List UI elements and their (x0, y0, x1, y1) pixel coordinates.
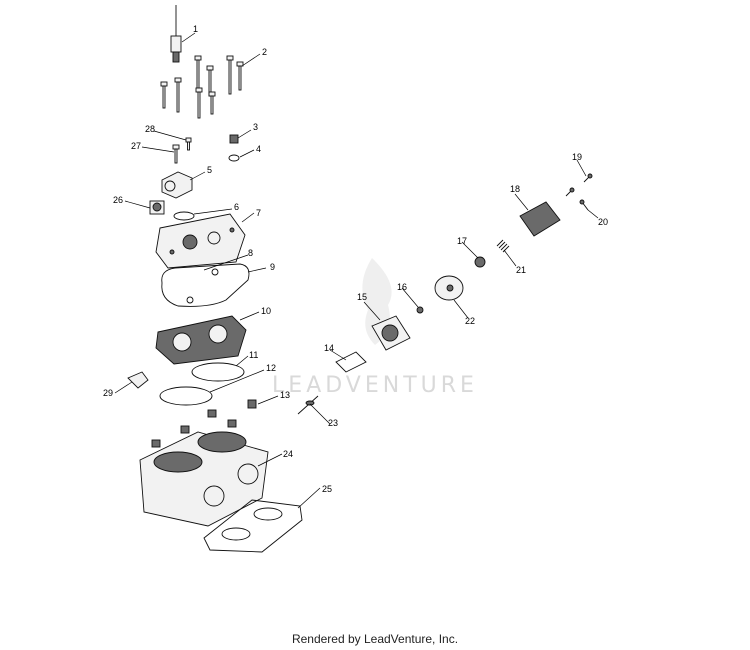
part-18-valve-cover[interactable] (519, 201, 561, 237)
part-2-cylinder-head-bolts[interactable] (160, 55, 244, 119)
part-27-bolt[interactable] (172, 144, 180, 164)
part-24-cylinder[interactable] (139, 431, 269, 527)
callout-29[interactable]: 29 (103, 388, 113, 398)
callout-20[interactable]: 20 (598, 217, 608, 227)
part-13-nuts[interactable] (151, 399, 257, 448)
callout-17[interactable]: 17 (457, 236, 467, 246)
callout-3[interactable]: 3 (253, 122, 258, 132)
part-21-spring[interactable] (496, 239, 510, 253)
callout-19[interactable]: 19 (572, 152, 582, 162)
part-17-retainer[interactable] (474, 256, 486, 268)
part-19-screws[interactable] (565, 173, 593, 197)
part-28-screw[interactable] (185, 137, 192, 151)
callout-7[interactable]: 7 (256, 208, 261, 218)
callout-26[interactable]: 26 (113, 195, 123, 205)
part-12-head-gasket[interactable] (159, 386, 213, 406)
callout-5[interactable]: 5 (207, 165, 212, 175)
callout-14[interactable]: 14 (324, 343, 334, 353)
callout-16[interactable]: 16 (397, 282, 407, 292)
callout-27[interactable]: 27 (131, 141, 141, 151)
callout-18[interactable]: 18 (510, 184, 520, 194)
part-26-thermostat[interactable] (149, 200, 165, 215)
callout-11[interactable]: 11 (249, 350, 258, 360)
callout-2[interactable]: 2 (262, 47, 267, 57)
callout-23[interactable]: 23 (328, 418, 338, 428)
part-16-washer[interactable] (416, 306, 424, 314)
part-9-cover-gasket[interactable] (161, 263, 250, 307)
callout-13[interactable]: 13 (280, 390, 290, 400)
part-6-o-ring[interactable] (173, 211, 195, 221)
callout-8[interactable]: 8 (248, 248, 253, 258)
callout-4[interactable]: 4 (256, 144, 261, 154)
callout-labels: 1 2 3 4 5 6 7 8 9 10 11 12 13 14 15 16 1… (103, 24, 608, 494)
watermark-text: LEADVENTURE (272, 373, 478, 398)
callout-25[interactable]: 25 (322, 484, 332, 494)
callout-10[interactable]: 10 (261, 306, 271, 316)
callout-28[interactable]: 28 (145, 124, 155, 134)
callout-1[interactable]: 1 (193, 24, 198, 34)
callout-9[interactable]: 9 (270, 262, 275, 272)
part-29-elbow-fitting[interactable] (127, 371, 149, 389)
part-11-head-gasket[interactable] (191, 362, 245, 382)
callout-12[interactable]: 12 (266, 363, 276, 373)
part-25-base-gasket[interactable] (203, 499, 303, 553)
callout-15[interactable]: 15 (357, 292, 367, 302)
part-14-valve-gasket[interactable] (335, 351, 367, 373)
part-4-washer[interactable] (228, 154, 240, 162)
leader-lines (114, 32, 599, 509)
callout-21[interactable]: 21 (516, 265, 526, 275)
part-20-screw[interactable] (579, 199, 589, 211)
part-15-valve-housing[interactable] (371, 315, 411, 351)
callout-22[interactable]: 22 (465, 316, 475, 326)
callout-24[interactable]: 24 (283, 449, 293, 459)
rendered-by-footer: Rendered by LeadVenture, Inc. (291, 632, 459, 646)
part-3-nut[interactable] (229, 134, 239, 144)
callout-6[interactable]: 6 (234, 202, 239, 212)
part-1-sensor-probe[interactable] (170, 5, 182, 63)
part-23-exhaust-valve[interactable] (297, 395, 319, 415)
part-22-diaphragm[interactable] (434, 275, 464, 301)
part-5-outlet-fitting[interactable] (161, 171, 193, 199)
part-7-head-cover[interactable] (155, 213, 246, 269)
part-10-cylinder-head[interactable] (155, 315, 247, 365)
